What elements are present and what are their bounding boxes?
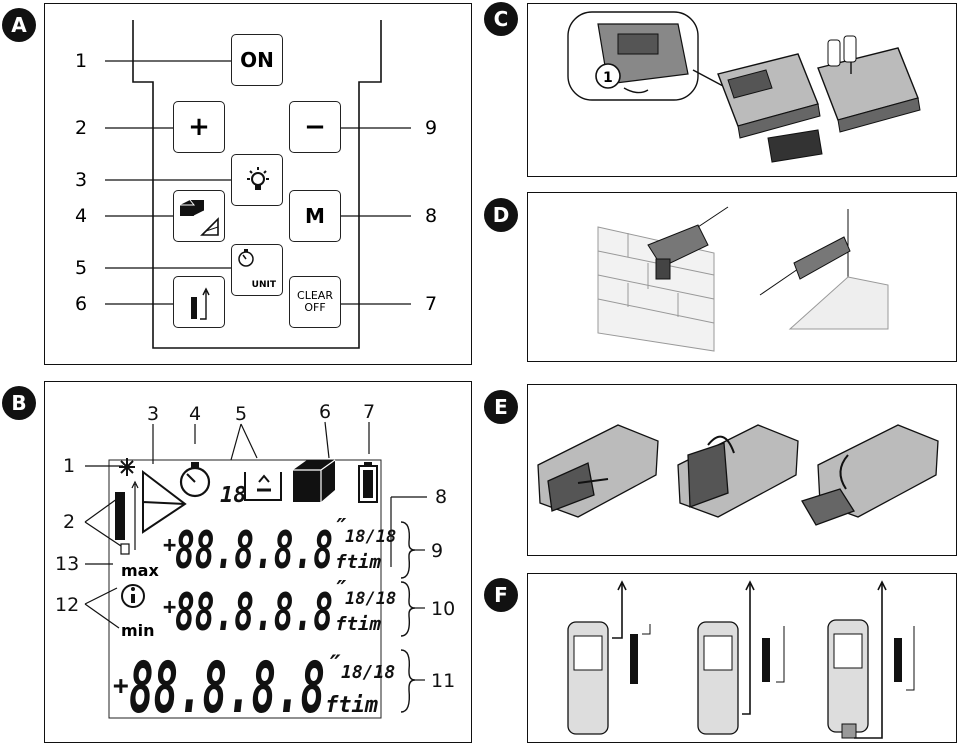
display-callout-10: 10 [431,598,455,620]
info-icon [121,584,145,608]
laser-icon [119,458,135,476]
display-drawing: 18 + 88.8.8.8 ″ 18/18 ftim + 88.8.8.8 ″ … [55,401,455,729]
timer-digits: 18 [220,483,247,508]
unit-label: UNIT [251,280,276,290]
plus-label: + [188,112,210,142]
timer-icon [238,249,254,267]
unit-row-3: ftim [325,693,378,718]
digits-row-2: 88.8.8.8 [175,583,333,643]
timer-unit-button[interactable]: UNIT [231,244,283,296]
display-callout-7: 7 [363,401,375,423]
callout-4: 4 [75,205,88,227]
reference-edge-icon [191,287,210,320]
m-label: M [305,204,325,228]
clear-label: CLEAR [297,289,333,302]
display-callout-11: 11 [431,670,455,692]
battery-icon [358,462,378,503]
light-button[interactable] [231,154,283,206]
max-label: max [121,561,159,580]
badge-f: F [484,578,518,612]
minus-button[interactable]: − [289,101,341,153]
sign-row-1: + [163,533,176,558]
badge-d: D [484,198,518,232]
sign-row-3: + [113,671,129,701]
plus-button[interactable]: + [173,101,225,153]
display-callout-12: 12 [55,594,79,616]
display-callout-9: 9 [431,540,443,562]
inch-row-2: ″ [332,577,347,602]
inch-row-3: ″ [325,650,341,678]
min-label: min [121,621,155,640]
digits-row-3: 88.8.8.8 [129,647,325,729]
minus-label: − [304,112,326,142]
display-callout-13: 13 [55,553,79,575]
svg-text:1: 1 [603,70,613,86]
panel-f-reference [527,573,957,743]
bulb-icon [247,167,269,190]
callout-3: 3 [75,169,88,191]
badge-c: C [484,2,518,36]
sign-row-2: + [163,595,176,620]
off-label: OFF [304,301,326,314]
clear-off-button[interactable]: CLEAR OFF [289,276,341,328]
callout-5: 5 [75,257,88,279]
callout-8: 8 [425,205,438,227]
badge-a: A [2,8,36,42]
callout-6: 6 [75,293,88,315]
panel-c-battery: 1 [527,3,957,177]
unit-row-1: ftim [335,551,381,573]
callout-2: 2 [75,117,88,139]
wall-illustration [597,206,889,352]
badge-b: B [2,386,36,420]
display-callout-1: 1 [63,455,75,477]
reference-illustration [567,580,915,739]
unit-row-2: ftim [335,613,381,635]
display-callout-3: 3 [147,403,159,425]
display-callout-2: 2 [63,511,75,533]
area-volume-icon [180,199,219,236]
digits-row-1: 88.8.8.8 [175,521,333,581]
fraction-row-3: 18/18 [341,662,395,683]
display-callout-6: 6 [319,401,331,423]
panel-b-display: 18 + 88.8.8.8 ″ 18/18 ftim + 88.8.8.8 ″ … [44,381,472,743]
keypad-callout-lines [105,20,411,349]
callout-7: 7 [425,293,438,315]
reference-button[interactable] [173,276,225,328]
callout-9: 9 [425,117,438,139]
display-callout-8: 8 [435,486,447,508]
fraction-row-1: 18/18 [345,527,396,547]
panel-d-usage [527,192,957,362]
callout-1: 1 [75,50,88,72]
display-callout-4: 4 [189,403,201,425]
panel-a-keypad: 1 2 3 4 5 6 7 8 9 ON + − M [44,3,472,365]
memory-button[interactable]: M [289,190,341,242]
battery-illustration: 1 [567,11,921,163]
endpiece-illustration [537,424,939,526]
badge-e: E [484,390,518,424]
inch-row-1: ″ [332,515,347,540]
area-volume-button[interactable] [173,190,225,242]
on-label: ON [240,48,274,72]
on-button[interactable]: ON [231,34,283,86]
fraction-row-2: 18/18 [345,589,396,609]
display-callout-5: 5 [235,403,247,425]
panel-e-endpiece [527,384,957,556]
